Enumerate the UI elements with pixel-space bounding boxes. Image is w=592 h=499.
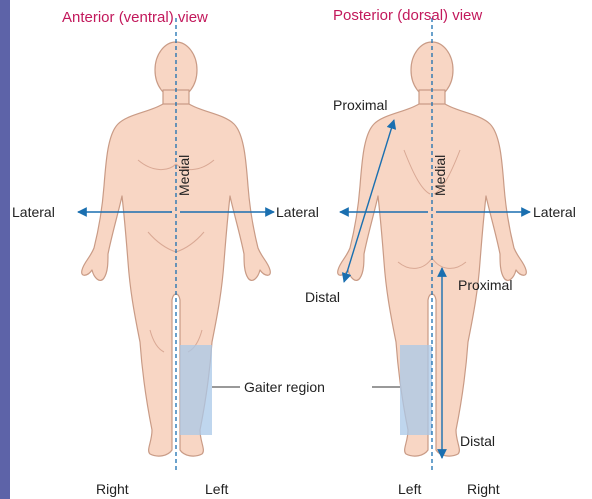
posterior-left-label: Left — [398, 481, 421, 497]
distal-leg-label: Distal — [460, 433, 495, 449]
gaiter-region-label: Gaiter region — [244, 379, 325, 395]
posterior-right-label: Right — [467, 481, 500, 497]
anterior-left-label: Left — [205, 481, 228, 497]
lateral-label-right: Lateral — [533, 204, 576, 220]
anterior-right-label: Right — [96, 481, 129, 497]
anterior-gaiter-region — [180, 345, 212, 435]
proximal-leg-label: Proximal — [458, 277, 512, 293]
distal-arm-label: Distal — [305, 289, 340, 305]
medial-label-posterior: Medial — [432, 155, 448, 196]
lateral-label-center: Lateral — [276, 204, 319, 220]
anterior-view-title: Anterior (ventral) view — [62, 9, 208, 26]
medial-label-anterior: Medial — [176, 155, 192, 196]
proximal-arm-label: Proximal — [333, 97, 387, 113]
posterior-view-title: Posterior (dorsal) view — [333, 7, 482, 24]
posterior-gaiter-region — [400, 345, 432, 435]
lateral-label-left: Lateral — [12, 204, 55, 220]
sidebar-strip — [0, 0, 10, 499]
